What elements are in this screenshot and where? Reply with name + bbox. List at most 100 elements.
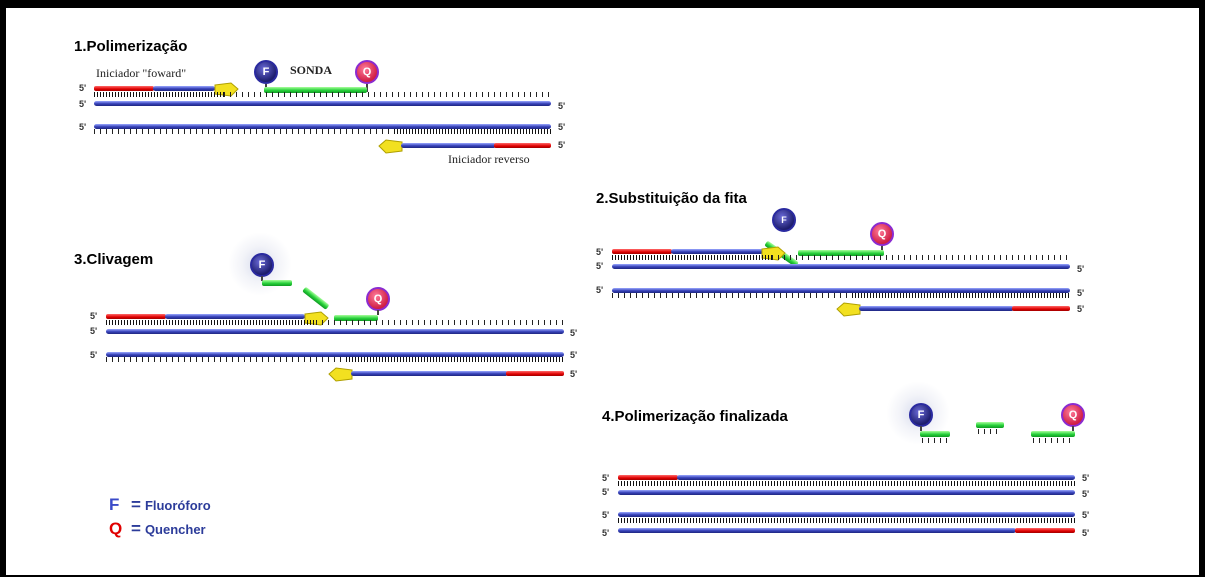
five-prime-label: 5' xyxy=(558,140,566,150)
polymerase-icon xyxy=(836,302,861,317)
base-pairs xyxy=(106,320,316,325)
extension-strand xyxy=(859,306,1014,311)
extension-strand xyxy=(153,86,215,91)
five-prime-label: 5' xyxy=(90,350,98,360)
probe xyxy=(334,315,378,321)
base-pairs xyxy=(106,357,346,362)
fluorophore-icon: F xyxy=(772,208,796,232)
five-prime-label: 5' xyxy=(79,83,87,93)
legend-quencher: Q =Quencher xyxy=(109,519,206,539)
probe xyxy=(798,250,884,256)
extension-strand xyxy=(351,371,508,376)
five-prime-label: 5' xyxy=(570,350,578,360)
five-prime-label: 5' xyxy=(602,473,610,483)
base-pairs xyxy=(978,429,1002,434)
five-prime-label: 5' xyxy=(602,487,610,497)
five-prime-label: 5' xyxy=(1082,510,1090,520)
template-strand xyxy=(106,352,564,357)
five-prime-label: 5' xyxy=(596,247,604,257)
probe-stem xyxy=(377,310,379,315)
five-prime-label: 5' xyxy=(90,326,98,336)
forward-primer xyxy=(106,314,166,319)
base-pairs xyxy=(612,255,772,260)
extension-strand xyxy=(618,528,1016,533)
base-pairs xyxy=(394,129,551,134)
probe-stem xyxy=(261,276,263,281)
quencher-icon: Q xyxy=(366,287,390,311)
probe-label: SONDA xyxy=(290,63,333,77)
base-pairs xyxy=(1033,438,1073,443)
base-pairs xyxy=(346,357,564,362)
five-prime-label: 5' xyxy=(1077,264,1085,274)
probe-stem xyxy=(920,426,922,431)
fluorophore-symbol: F xyxy=(109,495,120,514)
extension-strand xyxy=(671,249,763,254)
five-prime-label: 5' xyxy=(570,328,578,338)
template-strand xyxy=(94,101,551,106)
reverse-primer xyxy=(494,143,551,148)
probe-stem xyxy=(1072,426,1074,431)
five-prime-label: 5' xyxy=(1082,489,1090,499)
five-prime-label: 5' xyxy=(558,122,566,132)
five-prime-label: 5' xyxy=(558,101,566,111)
forward-primer xyxy=(612,249,672,254)
base-pairs xyxy=(618,518,1075,523)
probe-stem xyxy=(881,246,883,252)
fluorophore-icon: F xyxy=(909,403,933,427)
probe-stem xyxy=(366,84,368,92)
polymerase-icon xyxy=(328,367,353,382)
fluorophore-icon: F xyxy=(250,253,274,277)
template-strand xyxy=(612,288,1070,293)
quencher-label: Quencher xyxy=(144,522,206,537)
forward-primer xyxy=(618,475,678,480)
base-pairs xyxy=(94,92,224,97)
five-prime-label: 5' xyxy=(79,99,87,109)
diagram-canvas: 1.Polimerização Iniciador "foward" SONDA… xyxy=(6,8,1199,575)
base-pairs xyxy=(852,293,1070,298)
probe xyxy=(264,87,367,93)
reverse-primer-label: Iniciador reverso xyxy=(448,152,530,166)
reverse-primer xyxy=(506,371,564,376)
quencher-icon: Q xyxy=(870,222,894,246)
five-prime-label: 5' xyxy=(1082,528,1090,538)
panel-1-title: 1.Polimerização xyxy=(74,38,188,55)
probe-fragment xyxy=(920,431,950,437)
template-strand xyxy=(106,329,564,334)
probe-fragment xyxy=(976,422,1004,428)
base-pairs xyxy=(316,320,564,325)
five-prime-label: 5' xyxy=(1077,288,1085,298)
base-pairs xyxy=(772,255,1070,260)
forward-primer xyxy=(94,86,154,91)
panel-2-title: 2.Substituição da fita xyxy=(596,190,747,207)
base-pairs xyxy=(224,92,549,97)
probe-fragment xyxy=(302,286,330,310)
template-strand xyxy=(94,124,551,129)
legend-fluorophore: F=Fluoróforo xyxy=(109,495,211,515)
base-pairs xyxy=(618,481,1075,486)
panel-3-title: 3.Clivagem xyxy=(74,251,154,268)
extension-strand xyxy=(401,143,496,148)
reverse-primer xyxy=(1015,528,1075,533)
five-prime-label: 5' xyxy=(602,510,610,520)
five-prime-label: 5' xyxy=(1077,304,1085,314)
template-strand xyxy=(618,512,1075,517)
equals-sign: = xyxy=(131,495,141,514)
quencher-symbol: Q xyxy=(109,519,123,538)
polymerase-icon xyxy=(378,139,403,154)
quencher-icon: Q xyxy=(355,60,379,84)
five-prime-label: 5' xyxy=(596,285,604,295)
base-pairs xyxy=(94,129,394,134)
five-prime-label: 5' xyxy=(602,528,610,538)
fluorophore-icon: F xyxy=(254,60,278,84)
panel-4-title: 4.Polimerização finalizada xyxy=(602,408,788,425)
five-prime-label: 5' xyxy=(90,311,98,321)
extension-strand xyxy=(165,314,305,319)
extension-strand xyxy=(677,475,1075,480)
equals-sign: = xyxy=(131,519,141,538)
probe-fragment xyxy=(262,280,292,286)
five-prime-label: 5' xyxy=(1082,473,1090,483)
template-strand xyxy=(612,264,1070,269)
quencher-icon: Q xyxy=(1061,403,1085,427)
forward-primer-label: Iniciador "foward" xyxy=(96,66,187,80)
reverse-primer xyxy=(1012,306,1070,311)
